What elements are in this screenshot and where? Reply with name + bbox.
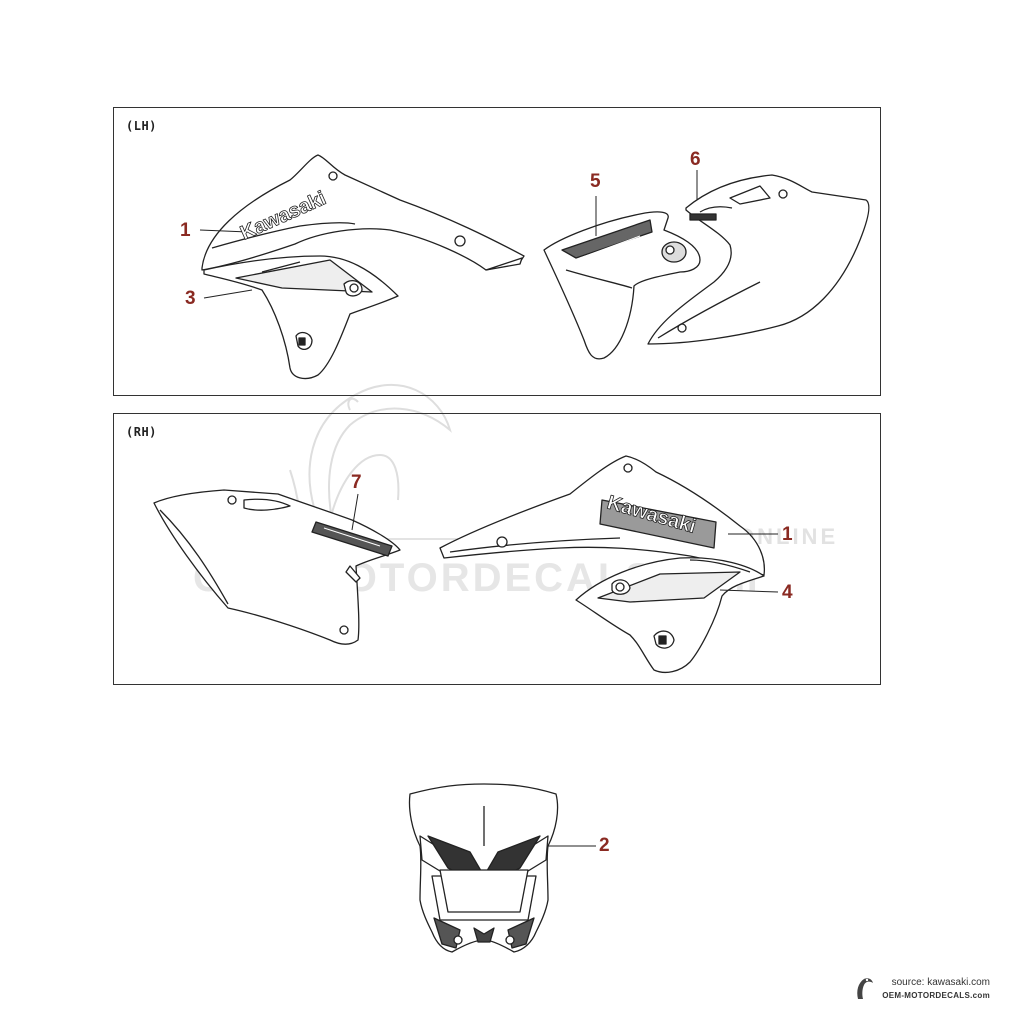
callout-7: 7 [351, 472, 362, 493]
rh-panel: (RH) [113, 413, 881, 685]
callout-6: 6 [690, 149, 701, 170]
callout-1-lh: 1 [180, 220, 191, 241]
callout-4: 4 [782, 582, 793, 603]
lh-side-cover-rear [647, 174, 870, 345]
lh-panel-label: (LH) [126, 119, 157, 133]
rh-panel-label: (RH) [126, 425, 157, 439]
headlight-number-plate [408, 783, 559, 953]
rh-shroud-lower [575, 557, 765, 673]
callout-3: 3 [185, 288, 196, 309]
callout-2: 2 [599, 835, 610, 856]
footer-site: OEM-MOTORDECALS.com [882, 991, 990, 1000]
lh-shroud-lower [203, 255, 399, 380]
rh-radiator-shroud [439, 455, 766, 576]
lh-panel: (LH) [113, 107, 881, 396]
bird-logo-icon [857, 978, 873, 999]
leader-lines [199, 170, 779, 847]
lh-radiator-shroud [201, 154, 525, 271]
rh-side-cover-rear [153, 489, 401, 645]
footer-source: source: kawasaki.com [891, 977, 990, 988]
lh-side-cover-front [543, 211, 701, 360]
callout-1-rh: 1 [782, 524, 793, 545]
callout-5: 5 [590, 171, 601, 192]
